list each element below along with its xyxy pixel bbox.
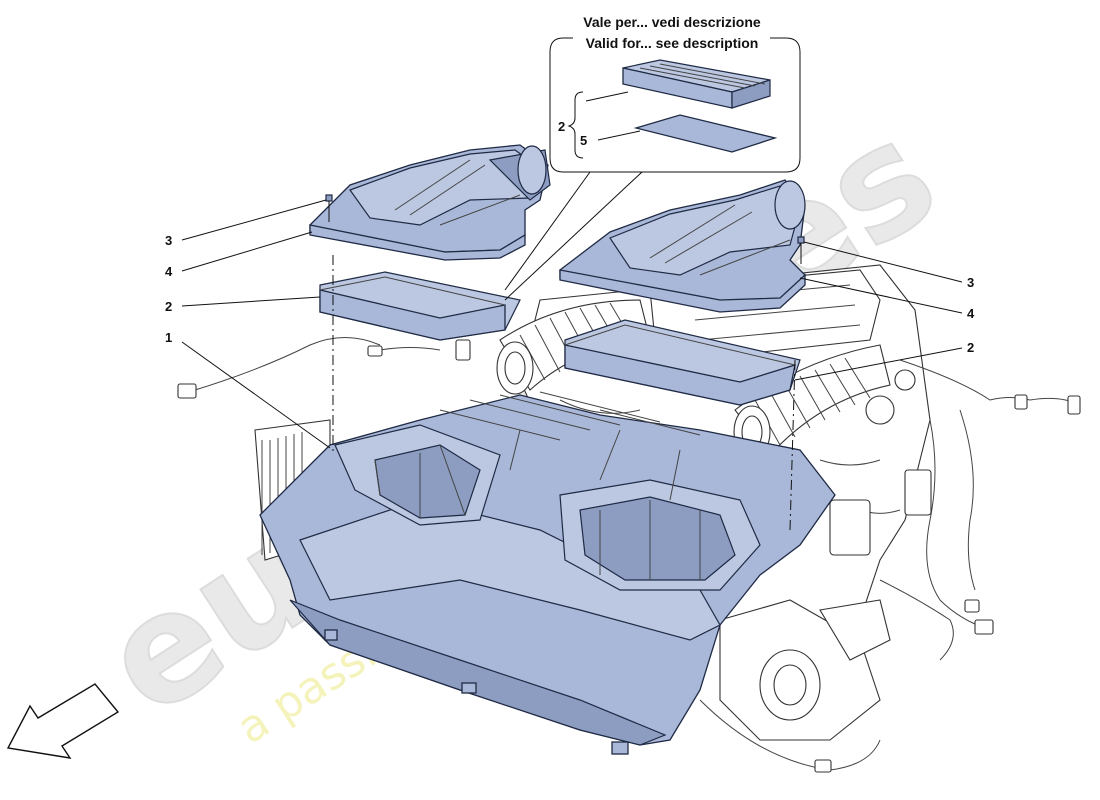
screw-right [797,236,805,264]
callout-right-2: 2 [967,340,974,355]
callout-left-3: 3 [165,233,172,248]
callout-right-4: 4 [967,306,975,321]
airbox-cover-left [309,144,551,261]
screw-left [325,194,333,222]
inset-title-it: Vale per... vedi descrizione [583,14,761,30]
inset-title-en: Valid for... see description [586,35,759,51]
callouts-left: 3 4 2 1 [165,199,331,449]
callout-left-4: 4 [165,264,173,279]
air-filter-right [564,319,801,406]
arrow-icon [6,683,120,759]
airbox-tray [259,391,836,755]
inset-callout-2: 2 [558,119,565,134]
inset-callout-5: 5 [580,133,587,148]
inset-panel: Vale per... vedi descrizione Valid for..… [504,14,801,301]
callout-left-2: 2 [165,299,172,314]
airbox-cover-right [559,179,806,313]
callouts-right: 3 4 2 [794,241,975,381]
air-filter-left [319,271,521,341]
callout-left-1: 1 [165,330,172,345]
callout-right-3: 3 [967,275,974,290]
